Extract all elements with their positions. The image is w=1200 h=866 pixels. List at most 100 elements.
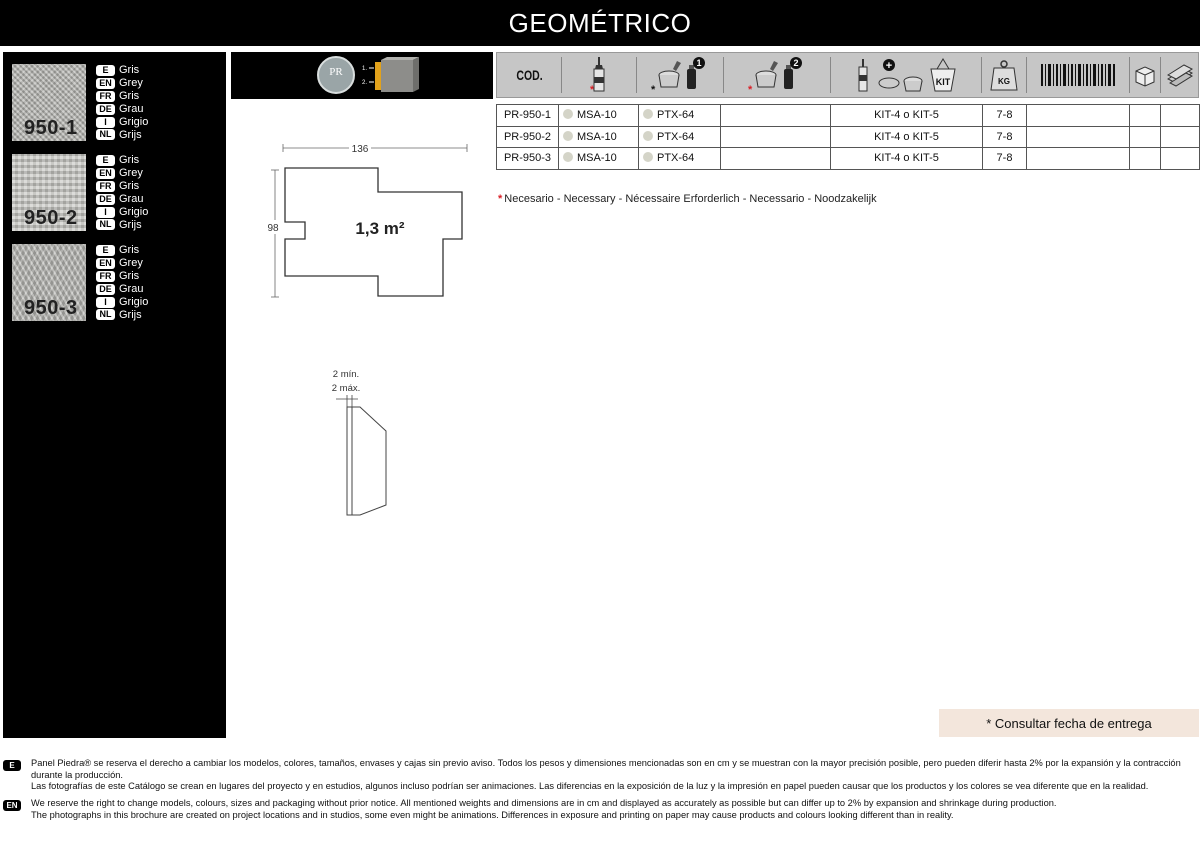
paint-cell: PTX-64 xyxy=(638,104,721,127)
lang-tag: DE xyxy=(96,283,115,295)
panel-profile-drawing: 2 mín. 2 máx. xyxy=(332,369,387,516)
empty-cell xyxy=(720,125,831,148)
disclaimer-text: Panel Piedra® se reserva el derecho a ca… xyxy=(31,758,1181,791)
logo-text: PR xyxy=(329,66,343,78)
color-name: Grey xyxy=(119,167,143,180)
paint-step2-icon: * 2 xyxy=(724,53,830,97)
color-name: Grigio xyxy=(119,206,149,218)
lang-tag: NL xyxy=(96,309,115,321)
width-label: 136 xyxy=(352,144,369,155)
paint-step1-icon: * 1 xyxy=(637,53,723,97)
color-name: Grigio xyxy=(119,116,149,128)
lang-tag: DE xyxy=(96,103,115,115)
box-cell xyxy=(1129,125,1161,148)
step-number: 1 xyxy=(696,58,701,68)
texture-swatch: 950-2 xyxy=(12,154,86,231)
kit-cell: KIT-4 o KIT-5 xyxy=(830,104,983,127)
color-name: Grau xyxy=(119,193,144,206)
kit-label: KIT xyxy=(936,77,951,87)
step1-label: 1. xyxy=(362,66,367,72)
lang-tag: FR xyxy=(96,180,115,192)
variant-code: 950-2 xyxy=(24,207,78,229)
svg-text:*: * xyxy=(748,84,753,95)
panels-cell xyxy=(1160,125,1200,148)
color-name: Grau xyxy=(119,283,144,296)
delivery-note: * Consultar fecha de entrega xyxy=(939,709,1199,737)
table-row: PR-950-2 MSA-10 PTX-64 KIT-4 o KIT-5 7-8 xyxy=(496,125,1200,148)
color-name: Grey xyxy=(119,257,143,270)
svg-text:*: * xyxy=(590,84,595,95)
page-title: GEOMÉTRICO xyxy=(0,0,1200,46)
step2-label: 2. xyxy=(362,80,367,86)
disclaimer-text: We reserve the right to change models, c… xyxy=(31,798,1057,820)
empty-cell xyxy=(720,104,831,127)
color-name: Gris xyxy=(119,180,140,193)
lang-tag: EN xyxy=(3,800,21,811)
panels-cell xyxy=(1160,104,1200,127)
box-cell xyxy=(1129,104,1161,127)
min-thickness-label: 2 mín. xyxy=(333,369,359,380)
color-name: Gris xyxy=(119,270,140,283)
kg-label: KG xyxy=(998,77,1010,86)
variant-sidebar: 950-1 E Gris EN Grey FR Gris DE Grau I Grigio… xyxy=(3,52,226,738)
color-name: Gris xyxy=(119,244,140,257)
paint-cell: PTX-64 xyxy=(638,125,721,148)
weight-cell: 7-8 xyxy=(982,104,1027,127)
lang-tag: EN xyxy=(96,167,115,179)
product-code: PR-950-3 xyxy=(496,147,559,170)
empty-cell xyxy=(720,147,831,170)
texture-swatch: 950-3 xyxy=(12,244,86,321)
table-row: PR-950-1 MSA-10 PTX-64 KIT-4 o KIT-5 7-8 xyxy=(496,104,1200,127)
box-cell xyxy=(1129,147,1161,170)
weight-cell: 7-8 xyxy=(982,125,1027,148)
color-name: Grijs xyxy=(119,308,142,321)
adhesive-tube-icon: * xyxy=(562,53,636,97)
color-name: Gris xyxy=(119,154,140,167)
variant-code: 950-3 xyxy=(24,297,78,319)
kit-cell: KIT-4 o KIT-5 xyxy=(830,125,983,148)
weight-icon: KG xyxy=(982,53,1026,97)
lang-tag: DE xyxy=(96,193,115,205)
lang-tag: E xyxy=(96,64,115,76)
panel-dimension-drawing: 136 98 1,3 m² xyxy=(264,142,468,298)
adhesive-cell: MSA-10 xyxy=(558,104,639,127)
barcode-cell xyxy=(1026,125,1130,148)
kit-cell: KIT-4 o KIT-5 xyxy=(830,147,983,170)
table-row: PR-950-3 MSA-10 PTX-64 KIT-4 o KIT-5 7-8 xyxy=(496,147,1200,170)
accessories-table-header: COD. * * 1 * xyxy=(496,52,1199,98)
color-name: Grigio xyxy=(119,296,149,308)
panel-outline xyxy=(284,167,463,297)
svg-text:*: * xyxy=(651,84,656,95)
legend-text: Necesario - Necessary - Nécessaire Erfor… xyxy=(504,193,877,205)
kit-icon: + KIT xyxy=(831,53,981,97)
barcode-cell xyxy=(1026,147,1130,170)
product-code: PR-950-1 xyxy=(496,104,559,127)
lang-tag: E xyxy=(3,760,21,771)
max-thickness-label: 2 máx. xyxy=(332,383,361,394)
cod-header: COD. xyxy=(515,67,543,83)
red-star-icon: * xyxy=(498,193,503,205)
fixing-diagram-header: PR 1. 2. xyxy=(231,52,493,99)
texture-swatch: 950-1 xyxy=(12,64,86,141)
lang-tag: EN xyxy=(96,257,115,269)
lang-tag: NL xyxy=(96,129,115,141)
color-name: Gris xyxy=(119,64,140,77)
color-name: Gris xyxy=(119,90,140,103)
panels-cell xyxy=(1160,147,1200,170)
adhesive-cell: MSA-10 xyxy=(558,125,639,148)
adhesive-cell: MSA-10 xyxy=(558,147,639,170)
lang-tag: FR xyxy=(96,270,115,282)
area-label: 1,3 m² xyxy=(355,219,404,238)
weight-cell: 7-8 xyxy=(982,147,1027,170)
panel-fixing-icon: 1. 2. xyxy=(362,57,419,92)
barcode-cell xyxy=(1026,104,1130,127)
pr-logo: PR xyxy=(317,56,355,94)
lang-tag: I xyxy=(96,206,115,218)
box-icon xyxy=(1130,53,1160,97)
lang-tag: E xyxy=(96,244,115,256)
